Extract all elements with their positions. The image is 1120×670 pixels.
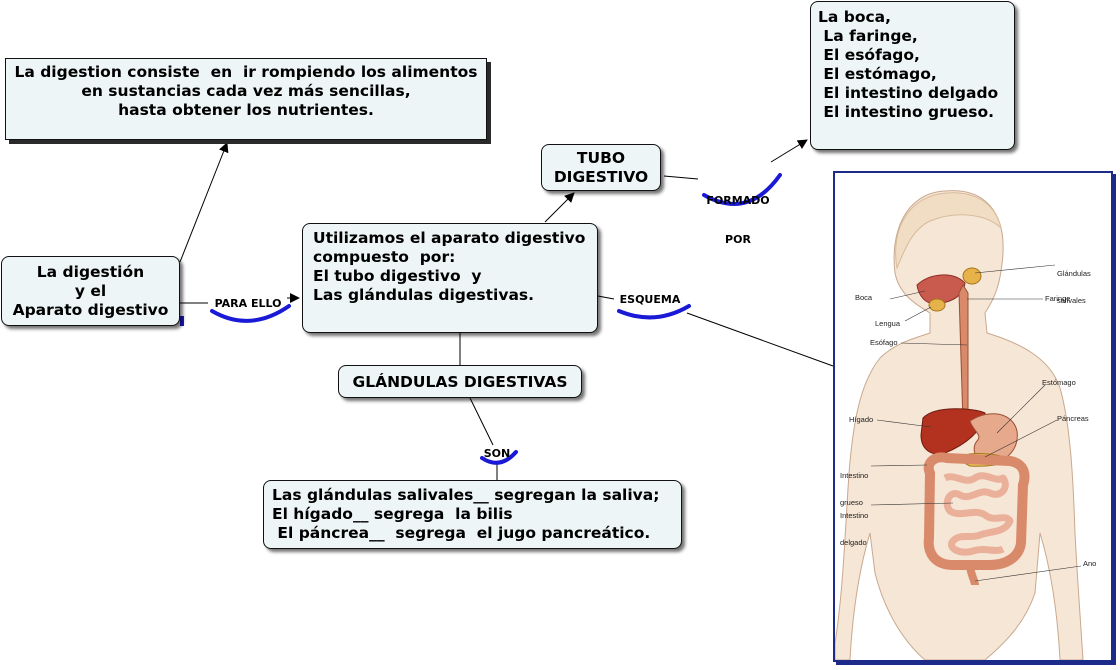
arc-son (480, 450, 518, 465)
aparato-line: El tubo digestivo y (313, 267, 482, 285)
organs-node: La boca, La faringe, El esófago, El estó… (810, 1, 1015, 150)
definition-node: La digestion consiste en ir rompiendo lo… (5, 58, 487, 140)
digestive-system-figure: Glándulas salivales Boca Faringe Lengua … (833, 171, 1113, 662)
definition-line: hasta obtener los nutrientes. (118, 101, 374, 119)
organ-item: El intestino delgado (818, 84, 999, 102)
connector-para-ello: PARA ELLO (214, 297, 282, 310)
arc-para-ello (210, 304, 291, 323)
link-formado-organs (770, 139, 808, 163)
root-accent (180, 316, 184, 326)
connector-formado-line: FORMADO (706, 194, 770, 207)
organ-item: El estómago, (818, 65, 937, 83)
tubo-line: DIGESTIVO (553, 168, 649, 186)
root-line: Aparato digestivo (12, 301, 169, 319)
link-aparato-tubo (544, 192, 575, 223)
organ-item: La boca, (818, 8, 892, 26)
glandulas-title: GLÁNDULAS DIGESTIVAS (352, 373, 568, 391)
salivary-gland (928, 298, 946, 312)
label-estomago: Estómago (1042, 378, 1076, 387)
gland-detail-line: Las glándulas salivales__ segregan la sa… (272, 486, 660, 504)
arc-formado-por (702, 173, 782, 206)
gland-detail-line: El hígado__ segrega la bilis (272, 505, 513, 523)
label-line: Intestino (840, 471, 869, 480)
arc-esquema (617, 304, 691, 320)
rectum (966, 564, 979, 586)
root-line: y el (74, 282, 107, 300)
aparato-node: Utilizamos el aparato digestivo compuest… (302, 223, 598, 333)
leader-lines (870, 264, 1082, 582)
label-line: delgado (840, 538, 867, 547)
label-line: Intestino (840, 511, 869, 520)
connector-formado-line: POR (725, 233, 751, 246)
root-line: La digestión (36, 263, 145, 281)
label-intestino-delgado: Intestino delgado (840, 493, 868, 565)
label-line: grueso (840, 498, 863, 507)
tubo-digestivo-node: TUBO DIGESTIVO (541, 144, 661, 191)
label-line: salivales (1057, 296, 1086, 305)
link-glandulas-son (469, 397, 494, 446)
connector-esquema: ESQUEMA (619, 293, 681, 306)
aparato-line: Utilizamos el aparato digestivo (313, 229, 586, 247)
anatomy-illustration (835, 190, 1084, 660)
label-boca: Boca (855, 293, 873, 302)
label-intestino-grueso: Intestino grueso (840, 453, 868, 525)
organ-item: La faringe, (818, 27, 918, 45)
link-root-definition (179, 142, 229, 263)
definition-line: La digestion consiste en ir rompiendo lo… (14, 63, 478, 81)
glandulas-node: GLÁNDULAS DIGESTIVAS (338, 365, 582, 398)
label-lengua: Lengua (875, 319, 901, 328)
tubo-line: TUBO (576, 149, 626, 167)
link-esquema-figure (686, 312, 834, 367)
label-pancreas: Páncreas (1057, 414, 1089, 423)
aparato-line: compuesto por: (313, 248, 456, 266)
link-tubo-formado (663, 175, 699, 180)
connector-formado-por: FORMADO POR (700, 168, 776, 259)
small-intestine (943, 472, 1014, 556)
organ-item: El intestino grueso. (818, 103, 995, 121)
link-aparato-esquema (597, 295, 615, 300)
definition-line: en sustancias cada vez más sencillas, (81, 82, 411, 100)
aparato-line: Las glándulas digestivas. (313, 286, 535, 304)
label-higado: Hígado (849, 415, 874, 424)
organ-item: El esófago, (818, 46, 920, 64)
label-glandulas-salivales: Glándulas salivales (1057, 251, 1091, 323)
label-ano: Ano (1083, 559, 1097, 568)
label-faringe: Faringe (1045, 294, 1071, 303)
hair (895, 192, 1002, 270)
root-node: La digestión y el Aparato digestivo (1, 256, 180, 326)
liver (920, 408, 986, 455)
large-intestine (923, 452, 1030, 570)
label-line: Glándulas (1057, 269, 1091, 278)
gland-detail-line: El páncrea__ segrega el jugo pancreático… (272, 524, 651, 542)
mouth-cavity (916, 274, 966, 304)
connector-son: SON (483, 447, 511, 460)
label-esofago: Esófago (870, 338, 898, 347)
glandulas-detail-node: Las glándulas salivales__ segregan la sa… (263, 480, 682, 549)
salivary-gland (962, 267, 982, 285)
